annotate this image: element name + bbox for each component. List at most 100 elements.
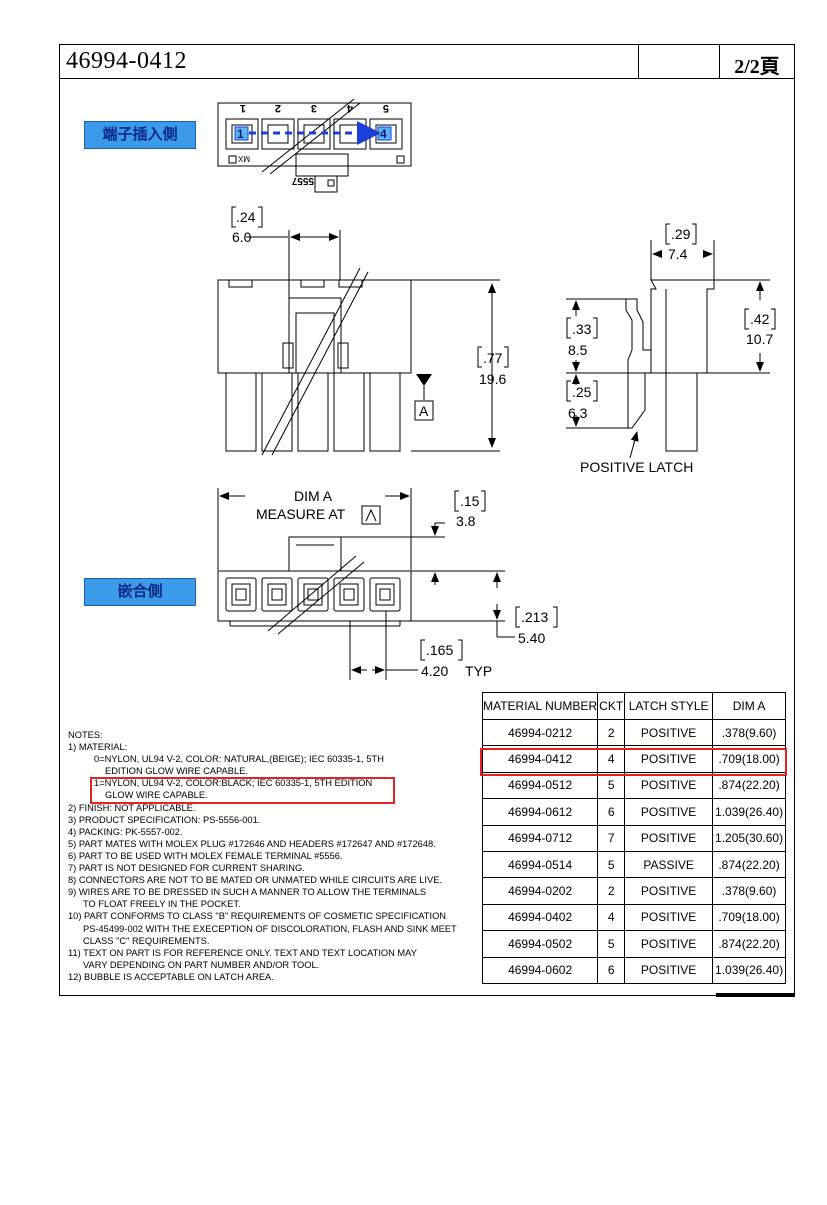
table-cell: 1.039(26.40) <box>712 798 786 826</box>
technical-drawing: 1 2 3 4 5 1 4 MX 5557 <box>217 98 776 680</box>
table-header-row: MATERIAL NUMBER CKT LATCH STYLE DIM A <box>481 692 786 720</box>
table-cell: 46994-0202 <box>481 877 599 905</box>
table-cell: .709(18.00) <box>712 903 786 932</box>
table-cell: POSITIVE <box>624 930 714 958</box>
table-cell: POSITIVE <box>624 798 714 826</box>
table-cell: POSITIVE <box>624 718 714 747</box>
table-cell: 46994-0502 <box>481 930 599 958</box>
dim-mm: 3.8 <box>456 513 476 529</box>
arrow-end-label: 4 <box>380 127 387 141</box>
table-cell: 4 <box>597 903 626 932</box>
row-highlight-box <box>480 748 787 776</box>
note-line: 1) MATERIAL: <box>68 742 128 753</box>
dim-mm: 5.40 <box>518 630 545 646</box>
dim-mm: 4.20 <box>421 663 448 679</box>
dim-inch: .213 <box>521 609 548 625</box>
mold-mark: 5557 <box>291 175 314 186</box>
positive-latch-label: POSITIVE LATCH <box>580 459 693 475</box>
note-line: 0=NYLON, UL94 V-2, COLOR: NATURAL,(BEIGE… <box>94 754 384 765</box>
table-cell: 46994-0514 <box>481 850 599 879</box>
title-divider <box>719 45 720 78</box>
note-line: 7) PART IS NOT DESIGNED FOR CURRENT SHAR… <box>68 863 305 874</box>
note-highlight-box <box>90 777 395 804</box>
measure-at-label: MEASURE AT <box>256 506 346 522</box>
pin-number: 1 <box>240 102 246 114</box>
note-line: GLOW WIRE CAPABLE. <box>105 790 208 801</box>
table-cell: 46994-0602 <box>481 956 599 984</box>
table-cell: .874(22.20) <box>712 771 786 800</box>
dim-inch: .29 <box>671 226 691 242</box>
datum-label: A <box>419 403 429 419</box>
dim-mm: 7.4 <box>668 246 688 262</box>
table-cell: 5 <box>597 771 626 800</box>
terminal-side-label: 端子插入側 <box>84 121 196 149</box>
title-divider <box>638 45 639 78</box>
bottom-bar <box>716 993 795 997</box>
table-cell: POSITIVE <box>624 771 714 800</box>
dim-inch: .24 <box>236 209 256 225</box>
table-cell: POSITIVE <box>624 824 714 852</box>
drawing-sheet: 46994-0412 2/2頁 <box>59 44 795 996</box>
parts-table: MATERIAL NUMBER CKT LATCH STYLE DIM A 46… <box>481 692 786 984</box>
table-cell: 46994-0612 <box>481 798 599 826</box>
dim-mm: 10.7 <box>746 331 773 347</box>
table-cell: .378(9.60) <box>712 877 786 905</box>
mx-mark: MX <box>237 154 250 163</box>
dim-mm: 19.6 <box>479 371 506 387</box>
table-cell: POSITIVE <box>624 877 714 905</box>
datum-triangle <box>416 374 432 386</box>
table-cell: 5 <box>597 930 626 958</box>
datum-box <box>414 400 434 421</box>
note-line: 5) PART MATES WITH MOLEX PLUG #172646 AN… <box>68 838 436 849</box>
dim-inch: .77 <box>483 350 503 366</box>
typ-label: TYP <box>465 663 492 679</box>
note-line: 11) TEXT ON PART IS FOR REFERENCE ONLY. … <box>68 947 417 958</box>
table-cell: .874(22.20) <box>712 930 786 958</box>
pin-number: 3 <box>311 102 317 114</box>
table-cell: 5 <box>597 850 626 879</box>
table-cell: POSITIVE <box>624 903 714 932</box>
table-cell: 46994-0212 <box>481 718 599 747</box>
mating-side-label: 嵌合側 <box>84 578 196 606</box>
dim-mm: 8.5 <box>568 342 588 358</box>
dim-inch: .15 <box>460 493 480 509</box>
note-line: 12) BUBBLE IS ACCEPTABLE ON LATCH AREA. <box>68 971 274 982</box>
table-cell: 1.039(26.40) <box>712 956 786 984</box>
title-bar: 46994-0412 2/2頁 <box>60 45 794 79</box>
note-line: NOTES: <box>68 730 103 740</box>
note-line: 4) PACKING: PK-5557-002. <box>68 826 183 837</box>
dim-a-label: DIM A <box>294 488 333 504</box>
bottom-view <box>217 488 505 680</box>
pin-number: 4 <box>346 102 353 114</box>
part-number-title: 46994-0412 <box>66 48 187 74</box>
page-number: 2/2頁 <box>734 56 780 78</box>
table-cell: 6 <box>597 956 626 984</box>
dim-inch: .25 <box>572 384 592 400</box>
dim-inch: .33 <box>572 321 592 337</box>
note-line: 10) PART CONFORMS TO CLASS "B" REQUIREME… <box>68 911 447 922</box>
col-latch-style: LATCH STYLE <box>624 692 714 720</box>
dim-inch: .42 <box>750 311 770 327</box>
table-cell: 46994-0512 <box>481 771 599 800</box>
pin-number: 5 <box>383 102 389 114</box>
table-cell: PASSIVE <box>624 850 714 879</box>
measure-datum-box <box>361 505 381 525</box>
table-cell: 7 <box>597 824 626 852</box>
note-line: PS-45499-002 WITH THE EXECEPTION OF DISC… <box>83 923 457 934</box>
note-line: 1=NYLON, UL94 V-2, COLOR:BLACK; IEC 6033… <box>94 778 373 789</box>
note-line: VARY DEPENDING ON PART NUMBER AND/OR TOO… <box>83 959 320 970</box>
note-line: 2) FINISH: NOT APPLICABLE. <box>68 802 196 813</box>
dim-mm: 6.3 <box>568 405 588 421</box>
note-line: TO FLOAT FREELY IN THE POCKET. <box>83 899 241 910</box>
note-line: 3) PRODUCT SPECIFICATION: PS-5556-001. <box>68 814 261 825</box>
dim-inch: .165 <box>426 642 453 658</box>
table-cell: 6 <box>597 798 626 826</box>
pin-number: 2 <box>275 102 281 114</box>
